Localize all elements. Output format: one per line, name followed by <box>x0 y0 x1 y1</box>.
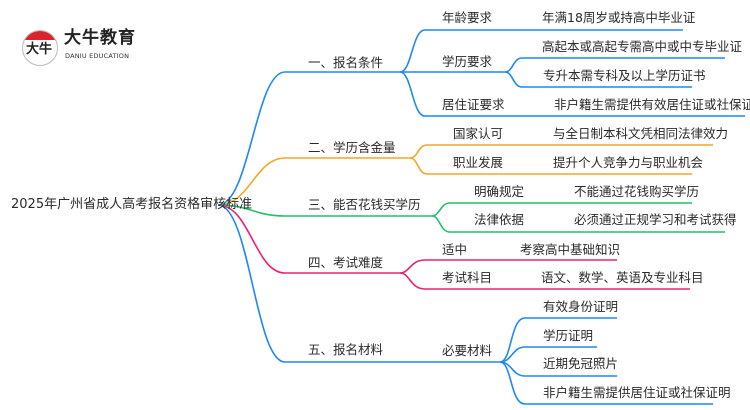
sub-node: 适中 <box>442 242 468 257</box>
sub-node: 职业发展 <box>453 155 504 170</box>
sub-node: 考试科目 <box>442 270 493 285</box>
leaf-node: 有效身份证明 <box>543 299 619 314</box>
leaf-node: 必须通过正规学习和考试获得 <box>574 212 737 227</box>
leaf-node: 语文、数学、英语及专业科目 <box>541 270 704 285</box>
leaf-node: 近期免冠照片 <box>543 356 619 371</box>
branch-3-lines <box>217 202 725 233</box>
branch-node: 三、能否花钱买学历 <box>308 197 421 212</box>
sub-node: 法律依据 <box>474 212 525 227</box>
leaf-node: 不能通过花钱购买学历 <box>574 184 700 199</box>
branch-2-lines <box>217 144 713 206</box>
logo-text: 大牛教育 <box>64 28 136 48</box>
leaf-node: 非户籍生需提供居住证或社保证明 <box>543 385 731 400</box>
branch-node: 二、学历含金量 <box>308 140 396 155</box>
logo-mark: 大牛 <box>26 42 53 57</box>
branch-1-lines <box>217 29 745 206</box>
leaf-node: 非户籍生需提供有效居住证或社保证明 <box>554 97 750 112</box>
sub-node: 居住证要求 <box>442 97 505 112</box>
leaf-node: 考察高中基础知识 <box>520 242 621 257</box>
logo-icon: 大牛 <box>22 30 58 66</box>
sub-node: 必要材料 <box>442 343 493 358</box>
logo-subtext: DANIU EDUCATION <box>65 52 130 60</box>
leaf-node: 与全日制本科文凭相同法律效力 <box>553 126 729 141</box>
branch-node: 一、报名条件 <box>308 55 384 70</box>
leaf-node: 专升本需专科及以上学历证书 <box>543 68 706 83</box>
sub-node: 学历要求 <box>442 54 493 69</box>
sub-node: 年龄要求 <box>442 10 493 25</box>
branch-node: 四、考试难度 <box>308 255 384 270</box>
leaf-node: 年满18周岁或持高中毕业证 <box>542 10 696 25</box>
sub-node: 国家认可 <box>453 126 504 141</box>
leaf-node: 高起本或高起专需高中或中专毕业证 <box>542 39 743 54</box>
root-node: 2025年广州省成人高考报名资格审核标准 <box>11 197 253 212</box>
leaf-node: 学历证明 <box>543 328 594 343</box>
logo: 大牛 大牛教育 DANIU EDUCATION <box>22 26 152 72</box>
branch-5-lines <box>217 204 713 405</box>
leaf-node: 提升个人竞争力与职业机会 <box>553 155 704 170</box>
branch-4-lines <box>217 204 690 290</box>
branch-node: 五、报名材料 <box>308 342 384 357</box>
sub-node: 明确规定 <box>474 184 525 199</box>
